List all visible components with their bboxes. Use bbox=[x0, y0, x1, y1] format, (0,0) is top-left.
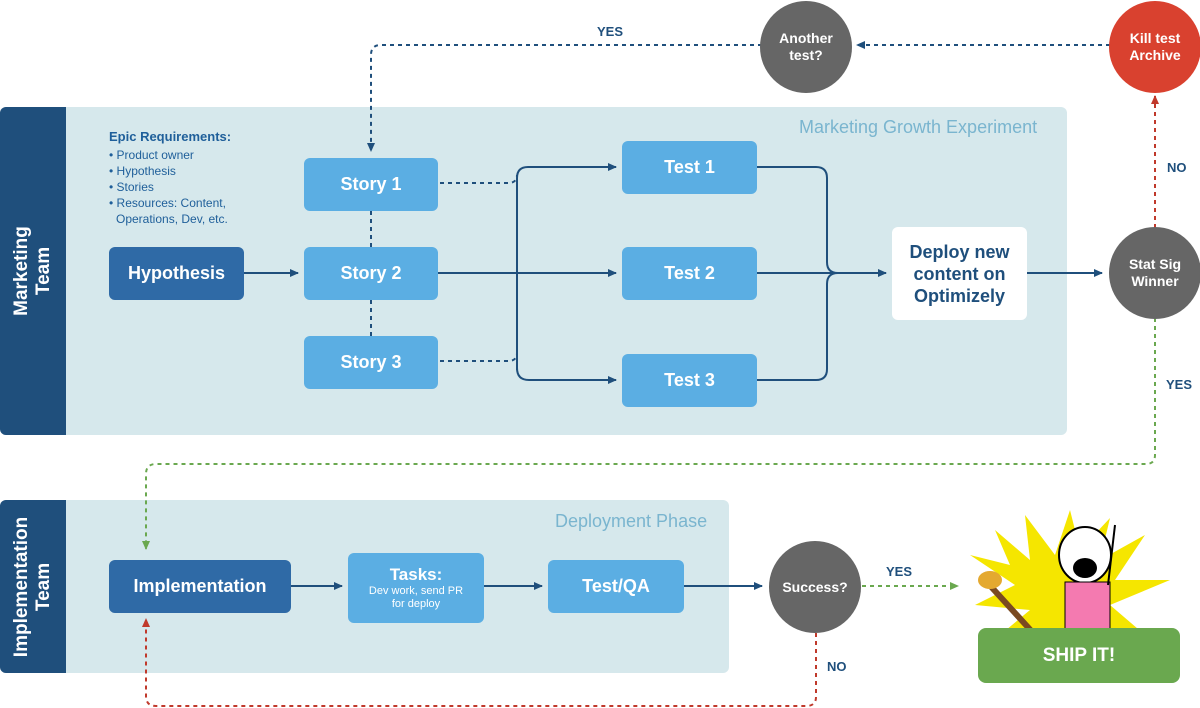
epic-item: • Product owner bbox=[109, 148, 194, 162]
edge-test1-merge bbox=[757, 166, 839, 274]
ship-it-button[interactable]: SHIP IT! bbox=[978, 628, 1180, 683]
epic-item: • Stories bbox=[109, 180, 154, 194]
test1-node[interactable]: Test 1 bbox=[622, 141, 757, 194]
test3-node[interactable]: Test 3 bbox=[622, 354, 757, 407]
edge-test3-merge bbox=[757, 272, 839, 381]
tasks-title: Tasks: bbox=[389, 565, 443, 584]
another-test-decision[interactable]: Another test? bbox=[760, 1, 852, 93]
stat-sig-decision[interactable]: Stat Sig Winner bbox=[1109, 227, 1200, 319]
hypothesis-node[interactable]: Hypothesis bbox=[109, 247, 244, 300]
success-label: Success? bbox=[782, 578, 848, 595]
epic-requirements-title: Epic Requirements: bbox=[109, 129, 232, 144]
success-decision[interactable]: Success? bbox=[769, 541, 861, 633]
epic-item: • Resources: Content, bbox=[109, 196, 226, 210]
edge-branch-test1 bbox=[516, 163, 617, 179]
marketing-lane-header: Marketing Team bbox=[0, 107, 66, 435]
kill-test-node[interactable]: Kill test Archive bbox=[1109, 1, 1200, 93]
epic-item: Operations, Dev, etc. bbox=[116, 212, 228, 226]
edge-story3-branch bbox=[440, 352, 518, 362]
deploy-node[interactable]: Deploy new content on Optimizely bbox=[892, 227, 1027, 320]
edge-story1-branch bbox=[440, 174, 518, 184]
kill-test-label: Kill test Archive bbox=[1129, 30, 1181, 63]
edge-another-story1 bbox=[367, 44, 762, 152]
stat-sig-label: Stat Sig Winner bbox=[1128, 256, 1182, 289]
story1-node[interactable]: Story 1 bbox=[304, 158, 438, 211]
tasks-node[interactable]: Tasks: Dev work, send PR for deploy bbox=[348, 553, 484, 623]
edge-label-no-success: NO bbox=[827, 659, 847, 674]
epic-requirements: Epic Requirements: • Product owner • Hyp… bbox=[109, 129, 269, 227]
tasks-subtitle: Dev work, send PR for deploy bbox=[368, 585, 464, 610]
edge-label-yes-top: YES bbox=[597, 24, 624, 39]
edge-success-implementation bbox=[142, 618, 817, 707]
implementation-lane-header: Implementation Team bbox=[0, 500, 66, 673]
story2-node[interactable]: Story 2 bbox=[304, 247, 438, 300]
test2-node[interactable]: Test 2 bbox=[622, 247, 757, 300]
edge-label-no-right: NO bbox=[1167, 160, 1187, 175]
another-test-label: Another test? bbox=[779, 30, 833, 63]
edge-label-yes-success: YES bbox=[886, 564, 913, 579]
edge-label-yes-right: YES bbox=[1166, 377, 1193, 392]
epic-item: • Hypothesis bbox=[109, 164, 176, 178]
edge-branch-test3 bbox=[516, 367, 617, 384]
test-qa-node[interactable]: Test/QA bbox=[548, 560, 684, 613]
edge-statsig-implementation bbox=[142, 318, 1156, 550]
story3-node[interactable]: Story 3 bbox=[304, 336, 438, 389]
implementation-node[interactable]: Implementation bbox=[109, 560, 291, 613]
marketing-lane-title: Marketing Growth Experiment bbox=[799, 117, 1038, 137]
celebration-illustration bbox=[970, 510, 1170, 638]
implementation-lane-title: Deployment Phase bbox=[555, 511, 708, 531]
